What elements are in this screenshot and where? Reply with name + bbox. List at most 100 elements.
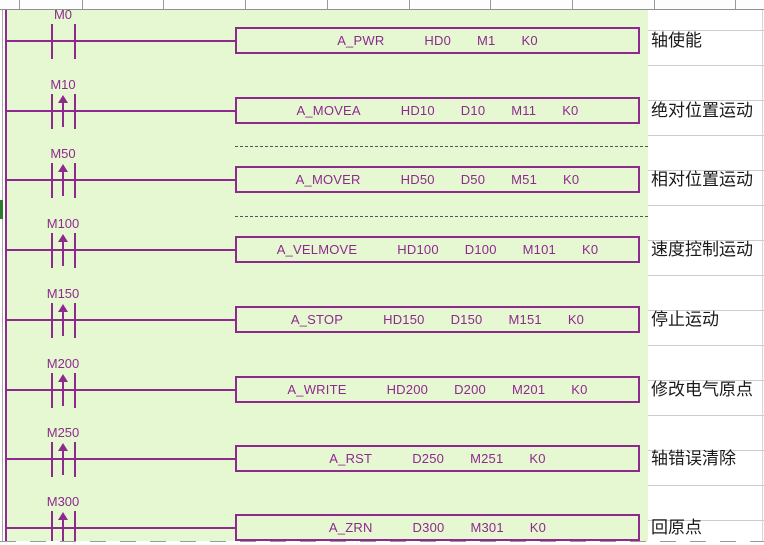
rung-wire: [7, 389, 235, 391]
ruler-tick: [19, 0, 20, 9]
rung-wire: [7, 110, 235, 112]
instruction-name: A_ZRN: [328, 520, 373, 535]
block-separator-dashed-line: [235, 216, 648, 217]
instruction-operand: M101: [522, 242, 556, 257]
ruler-tick: [245, 0, 246, 9]
bottom-ruler: [0, 541, 764, 545]
ruler-tick: [82, 0, 83, 9]
instruction-name: A_MOVEA: [296, 103, 361, 118]
instruction-operand: D10: [460, 103, 486, 118]
contact-bar: [51, 233, 53, 268]
contact-label: M250: [46, 425, 80, 440]
rising-edge-arrow-stem: [62, 241, 64, 266]
instruction-operand: HD150: [383, 312, 425, 327]
rising-edge-arrow-stem: [62, 102, 64, 127]
rung-wire: [7, 527, 235, 529]
comment-grid-line: [648, 240, 764, 241]
instruction-name: A_RST: [329, 451, 373, 466]
rung-wire: [7, 40, 235, 42]
rung-comment[interactable]: 回原点: [651, 518, 702, 537]
rising-edge-arrow-head: [58, 304, 68, 312]
instruction-name: A_PWR: [337, 33, 385, 48]
rung-wire: [7, 319, 235, 321]
instruction-operand: HD100: [397, 242, 439, 257]
instruction-operand: K0: [571, 382, 588, 397]
instruction-operand: M11: [511, 103, 537, 118]
contact-bar: [74, 511, 76, 545]
rising-edge-arrow-head: [58, 164, 68, 172]
rung-wire: [7, 458, 235, 460]
rung-comment[interactable]: 相对位置运动: [651, 170, 753, 189]
comment-grid-line: [648, 275, 764, 276]
rising-edge-arrow-stem: [62, 171, 64, 196]
rising-edge-arrow-head: [58, 374, 68, 382]
contact-label: M150: [46, 286, 80, 301]
comment-grid-line: [648, 415, 764, 416]
comment-column-right-border: [762, 10, 763, 545]
contact-bar: [74, 442, 76, 477]
comment-grid-line: [648, 30, 764, 31]
rung-comment[interactable]: 轴错误清除: [651, 449, 736, 468]
contact-bar: [74, 303, 76, 338]
rising-edge-arrow-stem: [62, 450, 64, 475]
instruction-operand: K0: [521, 33, 538, 48]
instruction-operand: K0: [567, 312, 585, 327]
instruction-text: A_RST D250 M251 K0: [329, 451, 545, 466]
ruler-tick: [654, 0, 655, 9]
rung-comment[interactable]: 停止运动: [651, 310, 719, 329]
ruler-tick: [327, 0, 328, 9]
contact-bar: [51, 24, 53, 59]
instruction-operand: M251: [470, 451, 504, 466]
ruler-tick: [490, 0, 491, 9]
instruction-name: A_VELMOVE: [276, 242, 358, 257]
rung-comment[interactable]: 绝对位置运动: [651, 101, 753, 120]
contact-bar: [51, 94, 53, 129]
instruction-name: A_WRITE: [287, 382, 347, 397]
instruction-operand: M151: [508, 312, 542, 327]
comment-grid-line: [648, 485, 764, 486]
rung-comment[interactable]: 轴使能: [651, 31, 702, 50]
contact-bar: [74, 233, 76, 268]
instruction-operand: D150: [450, 312, 483, 327]
comment-grid-line: [648, 170, 764, 171]
comment-grid-line: [648, 310, 764, 311]
contact-label: M200: [46, 356, 80, 371]
comment-grid-line: [648, 450, 764, 451]
rung-comment[interactable]: 修改电气原点: [651, 380, 753, 399]
instruction-operand: D50: [460, 172, 486, 187]
instruction-operand: HD10: [400, 103, 435, 118]
ruler-tick: [572, 0, 573, 9]
comment-grid-line: [648, 380, 764, 381]
instruction-block[interactable]: A_RST D250 M251 K0: [235, 445, 640, 472]
instruction-operand: M1: [477, 33, 496, 48]
contact-bar: [51, 511, 53, 545]
instruction-block[interactable]: A_PWR HD0 M1 K0: [235, 27, 640, 54]
block-separator-dashed-line: [235, 146, 648, 147]
instruction-operand: K0: [529, 451, 546, 466]
instruction-operand: HD50: [400, 172, 435, 187]
rung-comment[interactable]: 速度控制运动: [651, 240, 753, 259]
contact-bar: [51, 442, 53, 477]
ruler-tick: [735, 0, 736, 9]
comment-grid-line: [648, 205, 764, 206]
contact-bar: [74, 373, 76, 408]
instruction-operand: D250: [412, 451, 445, 466]
rising-edge-arrow-head: [58, 234, 68, 242]
rising-edge-arrow-head: [58, 443, 68, 451]
instruction-operand: HD0: [424, 33, 452, 48]
contact-bar: [51, 303, 53, 338]
rung-wire: [7, 179, 235, 181]
